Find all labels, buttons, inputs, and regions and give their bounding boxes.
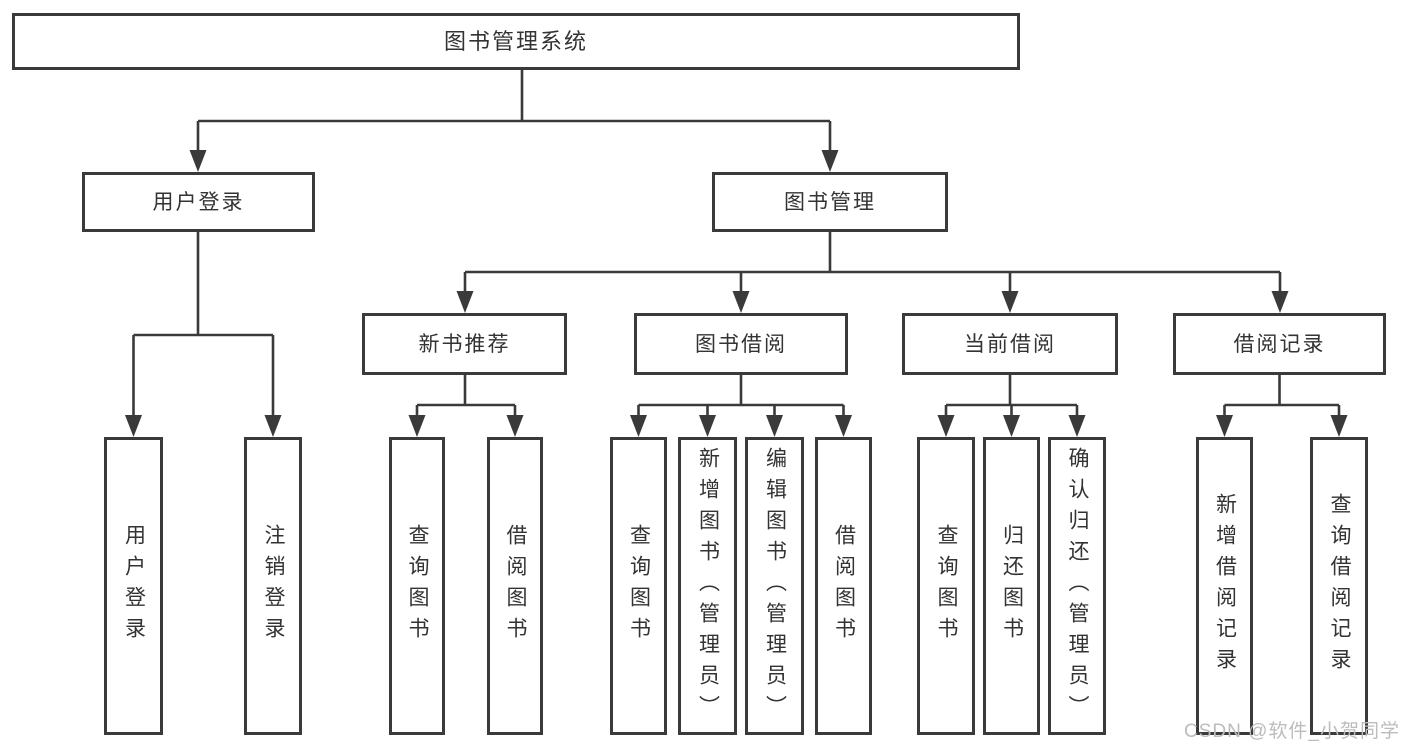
node-book-management: 图书管理 xyxy=(712,172,948,232)
connector-root-to-level2 xyxy=(196,70,832,152)
leaf-confirm-return-admin: 确认归还（管理员） xyxy=(1048,437,1106,735)
leaf-label: 查询图书 xyxy=(406,524,430,648)
node-book-borrowing: 图书借阅 xyxy=(634,313,848,375)
connector-currentborrow-to-leaves xyxy=(944,375,1079,417)
leaf-label: 编辑图书（管理员） xyxy=(763,446,787,726)
leaf-add-book-admin: 新增图书（管理员） xyxy=(678,437,737,735)
arrowhead xyxy=(821,150,839,172)
arrowhead xyxy=(456,291,474,313)
leaf-label: 借阅图书 xyxy=(832,524,856,648)
leaf-label: 查询借阅记录 xyxy=(1328,493,1352,679)
arrowhead xyxy=(189,150,207,172)
leaf-label: 确认归还（管理员） xyxy=(1066,446,1090,726)
node-label: 图书管理 xyxy=(784,190,876,214)
leaf-query-books-recommend: 查询图书 xyxy=(389,437,445,735)
arrowhead xyxy=(1068,415,1086,437)
arrowhead xyxy=(1330,415,1348,437)
leaf-label: 用户登录 xyxy=(122,524,146,648)
arrowhead xyxy=(937,415,955,437)
leaf-borrow-books-recommend: 借阅图书 xyxy=(487,437,543,735)
node-label: 新书推荐 xyxy=(418,332,511,356)
arrowhead xyxy=(408,415,426,437)
node-borrowing-records: 借阅记录 xyxy=(1173,313,1386,375)
leaf-query-borrow-record: 查询借阅记录 xyxy=(1310,437,1368,735)
leaf-label: 归还图书 xyxy=(1000,524,1024,648)
arrowhead xyxy=(506,415,524,437)
node-user-login: 用户登录 xyxy=(82,172,315,232)
arrowhead xyxy=(1001,291,1019,313)
arrowhead xyxy=(835,415,852,437)
arrowhead xyxy=(1003,415,1020,437)
connector-userlogin-to-leaves xyxy=(132,232,275,417)
arrowhead xyxy=(732,291,750,313)
leaf-label: 注销登录 xyxy=(262,524,286,648)
arrowhead xyxy=(1271,291,1289,313)
leaf-borrow-books: 借阅图书 xyxy=(815,437,872,735)
leaf-logout: 注销登录 xyxy=(244,437,302,735)
leaf-label: 新增借阅记录 xyxy=(1213,493,1237,679)
node-label: 当前借阅 xyxy=(964,332,1056,356)
leaf-query-books-current: 查询图书 xyxy=(917,437,975,735)
leaf-label: 借阅图书 xyxy=(504,524,528,648)
arrowhead xyxy=(699,415,716,437)
leaf-edit-book-admin: 编辑图书（管理员） xyxy=(745,437,804,735)
connector-newbook-to-leaves xyxy=(415,375,517,417)
leaf-label: 查询图书 xyxy=(935,524,959,648)
arrowhead xyxy=(125,415,142,437)
node-label: 用户登录 xyxy=(152,190,245,214)
arrowhead xyxy=(630,415,647,437)
leaf-query-books-borrow: 查询图书 xyxy=(610,437,667,735)
arrowhead xyxy=(1216,415,1233,437)
connector-borrowrecords-to-leaves xyxy=(1223,375,1341,417)
arrowhead xyxy=(264,415,282,437)
leaf-add-borrow-record: 新增借阅记录 xyxy=(1196,437,1253,735)
leaf-label: 新增图书（管理员） xyxy=(696,446,720,726)
connector-bookborrow-to-leaves xyxy=(637,375,845,417)
node-label: 图书借阅 xyxy=(695,332,787,356)
node-label: 借阅记录 xyxy=(1233,332,1326,356)
node-label: 图书管理系统 xyxy=(443,28,588,54)
arrowhead xyxy=(766,415,783,437)
node-new-book-recommendation: 新书推荐 xyxy=(362,313,567,375)
node-current-borrowing: 当前借阅 xyxy=(902,313,1118,375)
leaf-return-books: 归还图书 xyxy=(983,437,1040,735)
leaf-label: 查询图书 xyxy=(627,524,651,648)
csdn-watermark: CSDN @软件_小贺同学 xyxy=(1184,721,1400,742)
connector-bookmgmt-to-level3 xyxy=(463,232,1282,293)
node-library-management-system: 图书管理系统 xyxy=(12,13,1020,70)
leaf-user-login: 用户登录 xyxy=(104,437,163,735)
